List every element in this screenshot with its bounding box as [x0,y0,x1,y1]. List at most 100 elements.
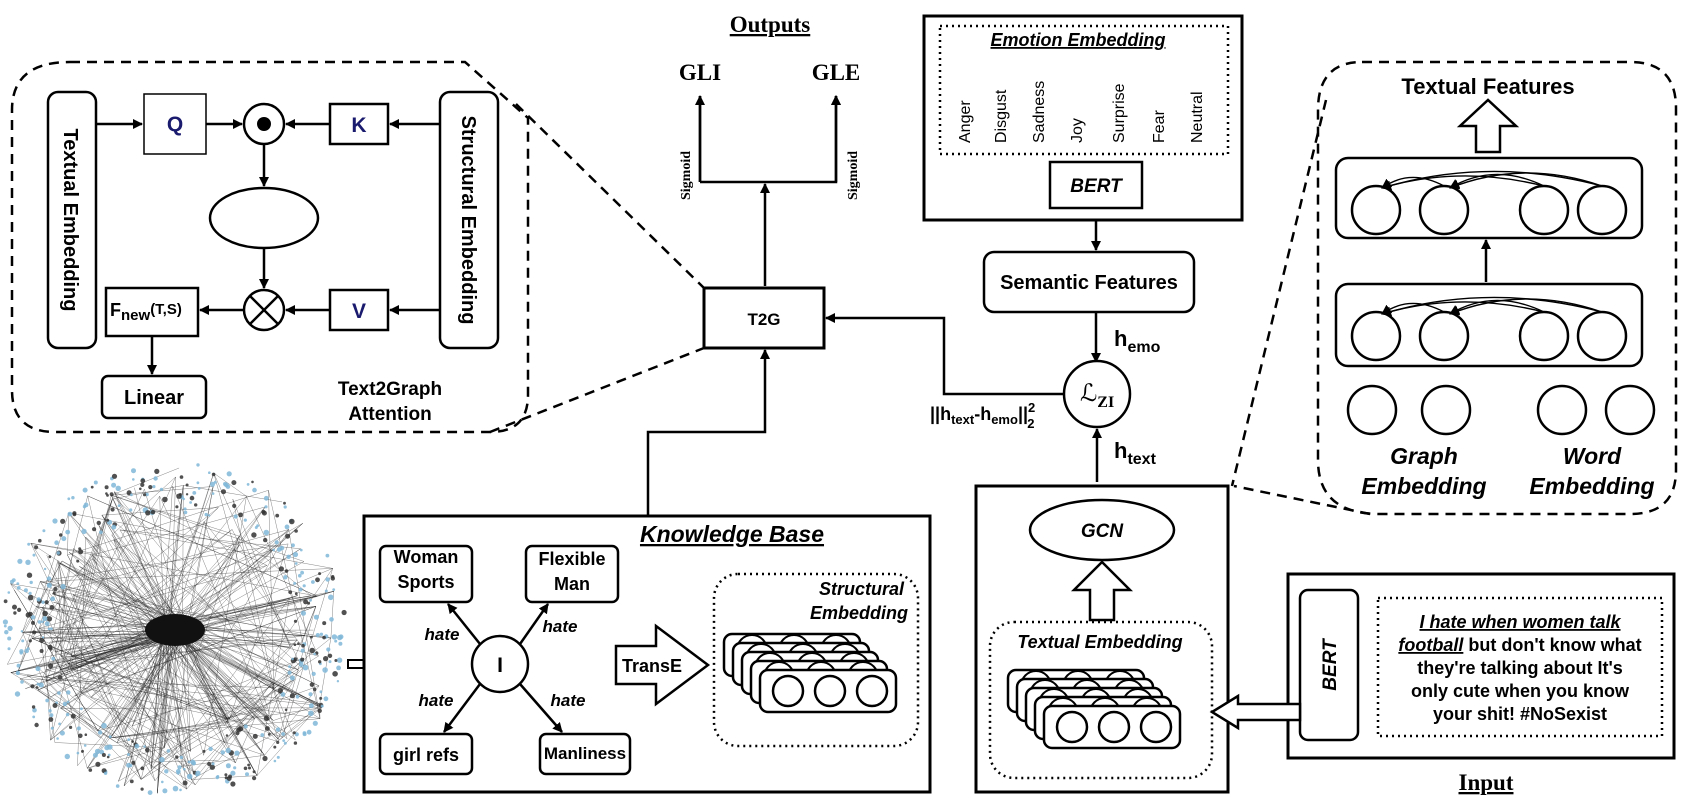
graph-node-2-3 [1604,384,1656,436]
network-node [300,570,304,575]
network-node [57,691,61,695]
network-node [90,485,94,489]
network-node [131,740,135,743]
network-node [179,755,184,760]
network-node [322,667,328,673]
network-node [189,495,195,501]
network-node [197,487,201,490]
network-node [185,493,189,496]
network-node [284,569,289,573]
network-node [313,687,317,692]
network-node [208,471,211,475]
network-node [275,513,280,518]
network-node [194,503,198,507]
network-node [115,485,121,491]
network-node [34,722,39,728]
network-node [243,724,248,729]
network-node [3,624,7,628]
network-node [285,533,291,539]
network-node [27,542,31,546]
network-node [175,505,179,509]
network-node [38,682,44,688]
network-node [2,619,8,625]
network-node [96,520,102,526]
network-node [293,581,297,585]
edge-label-3: hate [419,691,454,710]
network-node [263,495,269,501]
gcn-label: GCN [1081,521,1125,542]
network-node [294,529,298,533]
network-node [195,770,201,776]
network-node [106,755,110,759]
network-node [294,592,298,596]
network-node [289,693,295,699]
network-node [81,749,84,753]
network-node [20,630,24,633]
network-node [28,639,32,643]
network-node [134,743,140,749]
textual-embedding-label: Textual Embedding [59,129,81,312]
network-node [140,766,145,771]
network-node [272,548,276,552]
knowledge-graph-network-image [2,463,347,795]
textual-embedding-block [46,90,98,350]
network-node [56,551,60,555]
edge-label-4: hate [551,691,586,710]
network-node [261,510,267,516]
kb-center-label: I [497,654,503,677]
network-node [45,698,50,703]
network-node [49,605,55,610]
network-node [42,616,48,622]
text2graph-attention-panel: Textual Embedding Structural Embedding Q… [10,60,705,434]
network-node [127,738,131,741]
network-node [175,769,181,774]
knowledge-base-title: Knowledge Base [640,521,824,547]
network-node [332,671,338,677]
network-node [115,784,120,788]
network-node [324,589,328,593]
network-node [298,573,302,578]
edge-flexible-man [518,603,550,645]
network-node [110,507,115,512]
network-node [59,730,65,736]
network-node [210,481,215,487]
network-node [34,545,39,550]
network-node [3,599,8,604]
kb-embedding-vector-cell-1 [813,674,847,708]
network-node [331,634,338,640]
network-node [25,559,31,565]
network-node [17,558,23,564]
emotion-label-sadness: Sadness [1031,81,1048,143]
network-node [238,512,244,518]
network-node [62,701,68,707]
network-node [46,616,53,622]
loss-symbol: ℒZI [1080,381,1114,411]
network-node [277,688,283,694]
network-node [31,620,35,625]
network-node [183,510,188,515]
kb-embedding-vector-cell-0 [771,674,805,708]
network-node [318,660,322,664]
network-node [70,713,76,719]
network-node [325,553,330,558]
network-node [190,759,196,765]
network-node [140,787,144,791]
network-node [78,733,83,739]
outputs-title: Outputs [730,12,811,37]
sigmoid-left: Sigmoid [679,151,694,200]
graph-embedding-label-2: Embedding [1361,473,1486,499]
network-node [233,514,238,519]
network-node [50,726,54,730]
network-node [16,663,21,668]
network-node [78,549,84,555]
graph-node-2-2 [1536,384,1588,436]
network-node [4,630,9,635]
network-node [236,727,242,733]
graph-node-0-1 [1418,184,1470,236]
structural-embedding-dotted-box [712,572,920,748]
network-node [143,745,146,748]
textual-features-up-arrow [1456,98,1520,154]
network-node [30,615,36,620]
network-node [152,485,156,489]
network-node [39,638,45,643]
